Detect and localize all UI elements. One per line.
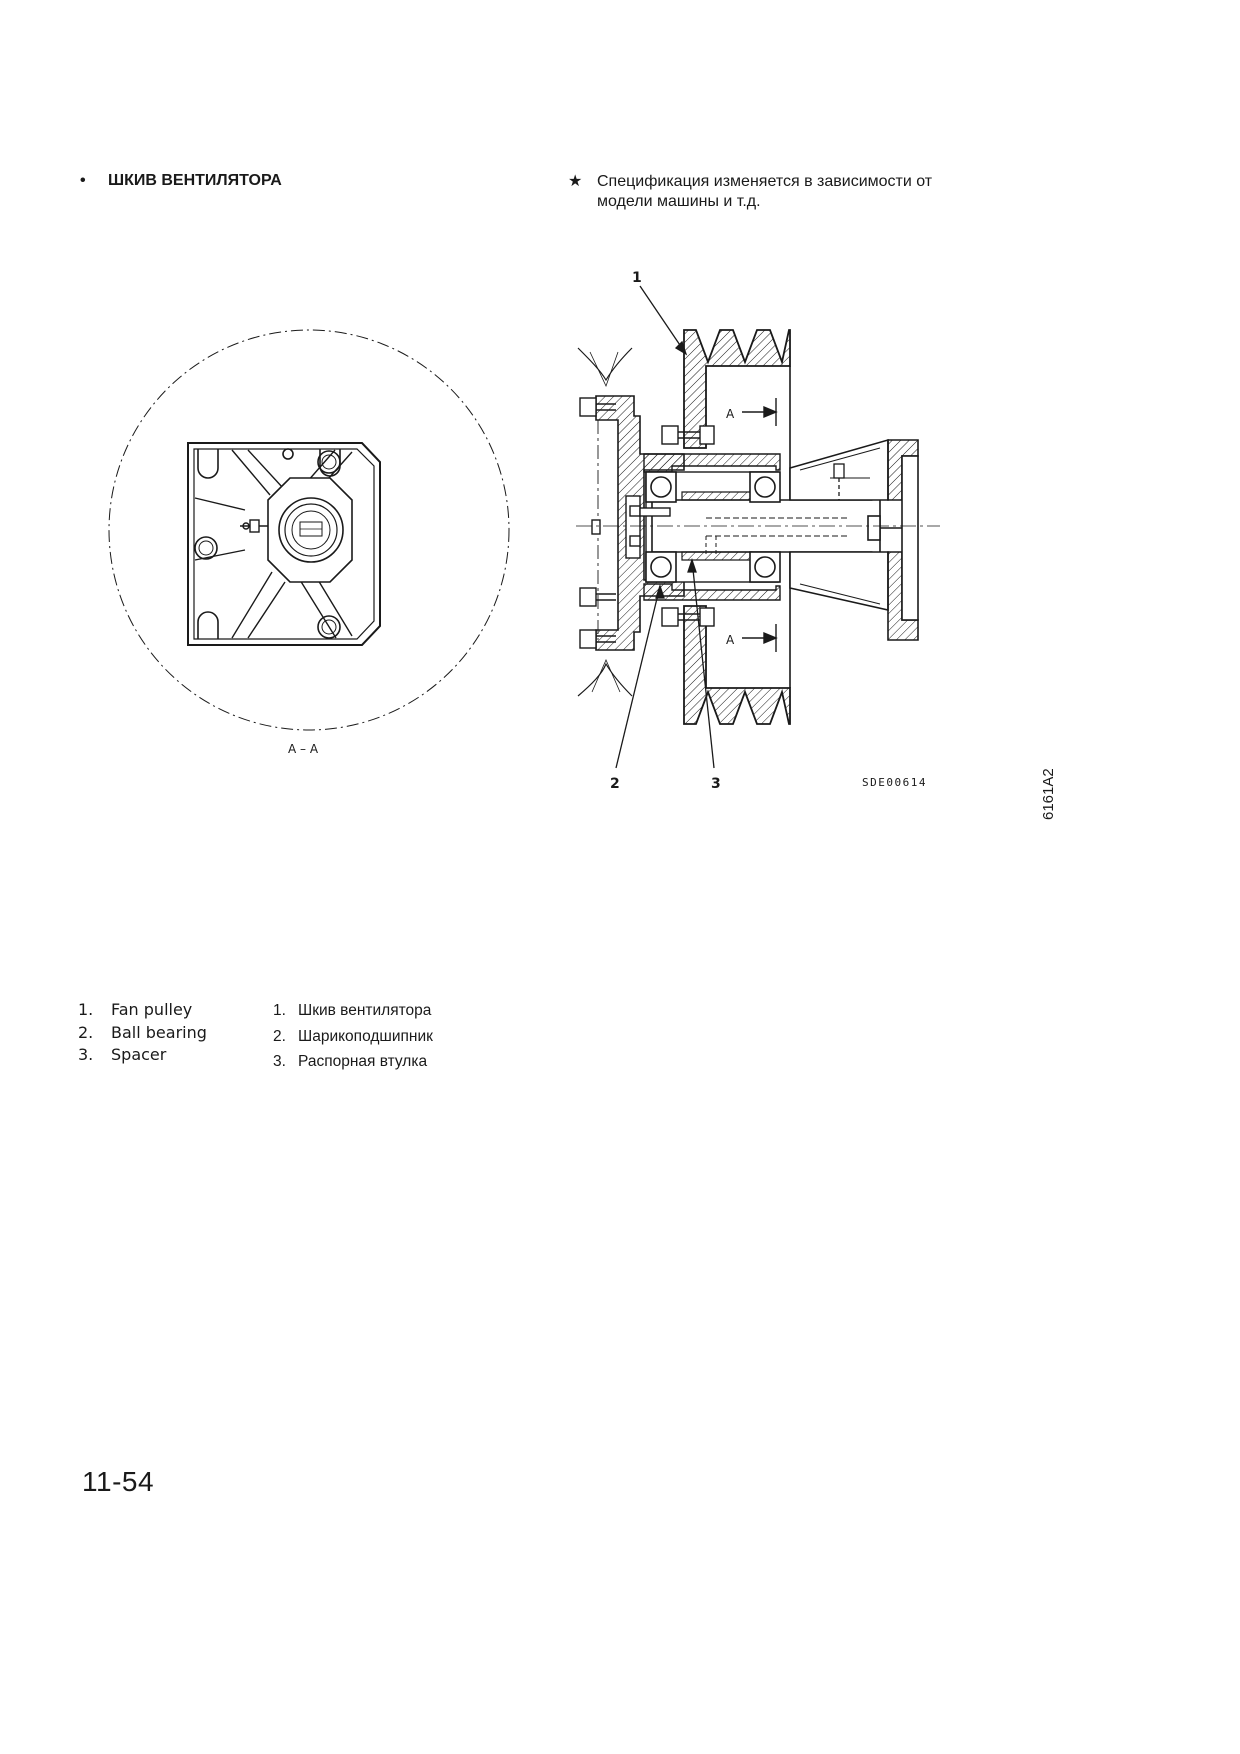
section-boundary-circle — [108, 329, 510, 731]
legend-item: 3. Распорная втулка — [273, 1053, 433, 1079]
legend-item: 2. Ball bearing — [78, 1023, 207, 1046]
cross-section-view — [576, 285, 940, 769]
end-plate — [625, 495, 671, 559]
legend-number: 3. — [273, 1053, 286, 1070]
ball-bearing — [645, 471, 781, 583]
page-number: 11-54 — [82, 1466, 155, 1497]
legend-item: 3. Spacer — [78, 1045, 207, 1068]
legend-number: 2. — [78, 1022, 94, 1042]
legend-text: Ball bearing — [111, 1022, 207, 1042]
note-line-1: Спецификация изменяется в зависимости от — [597, 173, 933, 190]
legend-number: 2. — [273, 1027, 286, 1045]
fan-pulley-drawing: A – A — [108, 270, 940, 792]
grease-nipple — [240, 519, 268, 533]
section-view-a-a — [108, 329, 510, 731]
legend-text: Fan pulley — [111, 1000, 193, 1019]
legend-text: Шкив вентилятора — [298, 1002, 432, 1019]
arrow-label-top: A — [726, 407, 735, 421]
bolt-hole — [317, 450, 341, 474]
specification-note: ★ Спецификация изменяется в зависимости … — [568, 172, 988, 212]
bolt-hole — [317, 615, 341, 639]
legend-item: 1. Fan pulley — [78, 1000, 207, 1023]
legend-number: 3. — [78, 1045, 94, 1064]
callout-leaders — [615, 285, 715, 769]
section-cut-arrows — [742, 398, 778, 652]
fan-pulley-lower — [683, 605, 791, 725]
bolts — [579, 397, 715, 649]
legend-item: 1. Шкив вентилятора — [273, 1002, 433, 1028]
bolt-hole — [194, 536, 218, 560]
figure-code: SDE00614 — [862, 776, 927, 789]
pump-bracket — [789, 438, 919, 641]
grease-nipple-bracket — [833, 463, 845, 500]
legend-text: Spacer — [111, 1045, 167, 1064]
legend-text: Распорная втулка — [298, 1053, 428, 1070]
callout-3: 3 — [711, 776, 721, 792]
central-hub — [267, 477, 353, 583]
callout-1: 1 — [632, 270, 642, 286]
legend-item: 2. Шарикоподшипник — [273, 1028, 433, 1054]
legend-russian: 1. Шкив вентилятора 2. Шарикоподшипник 3. Р… — [273, 1002, 433, 1079]
heading-title: ШКИВ ВЕНТИЛЯТОРА — [108, 172, 282, 189]
heading-bullet: • — [80, 172, 86, 189]
hub-sleeve — [643, 453, 781, 473]
section-heading: • ШКИВ ВЕНТИЛЯТОРА — [80, 172, 282, 190]
fan-pulley — [683, 329, 791, 449]
side-code: 6161A2 — [1040, 768, 1057, 820]
manual-page: • ШКИВ ВЕНТИЛЯТОРА ★ Спецификация изменяе… — [78, 172, 1057, 1497]
section-label: A – A — [288, 742, 319, 756]
legend-number: 1. — [273, 1002, 286, 1019]
arrow-label-bottom: A — [726, 633, 735, 647]
callout-2: 2 — [610, 776, 620, 792]
note-line-2: модели машины и т.д. — [597, 193, 761, 210]
legend-english: 1. Fan pulley 2. Ball bearing 3. Spacer — [78, 1000, 207, 1068]
star-icon: ★ — [568, 173, 583, 190]
legend-text: Шарикоподшипник — [298, 1027, 433, 1045]
bolt-hole — [282, 448, 294, 460]
legend-number: 1. — [78, 1000, 94, 1019]
